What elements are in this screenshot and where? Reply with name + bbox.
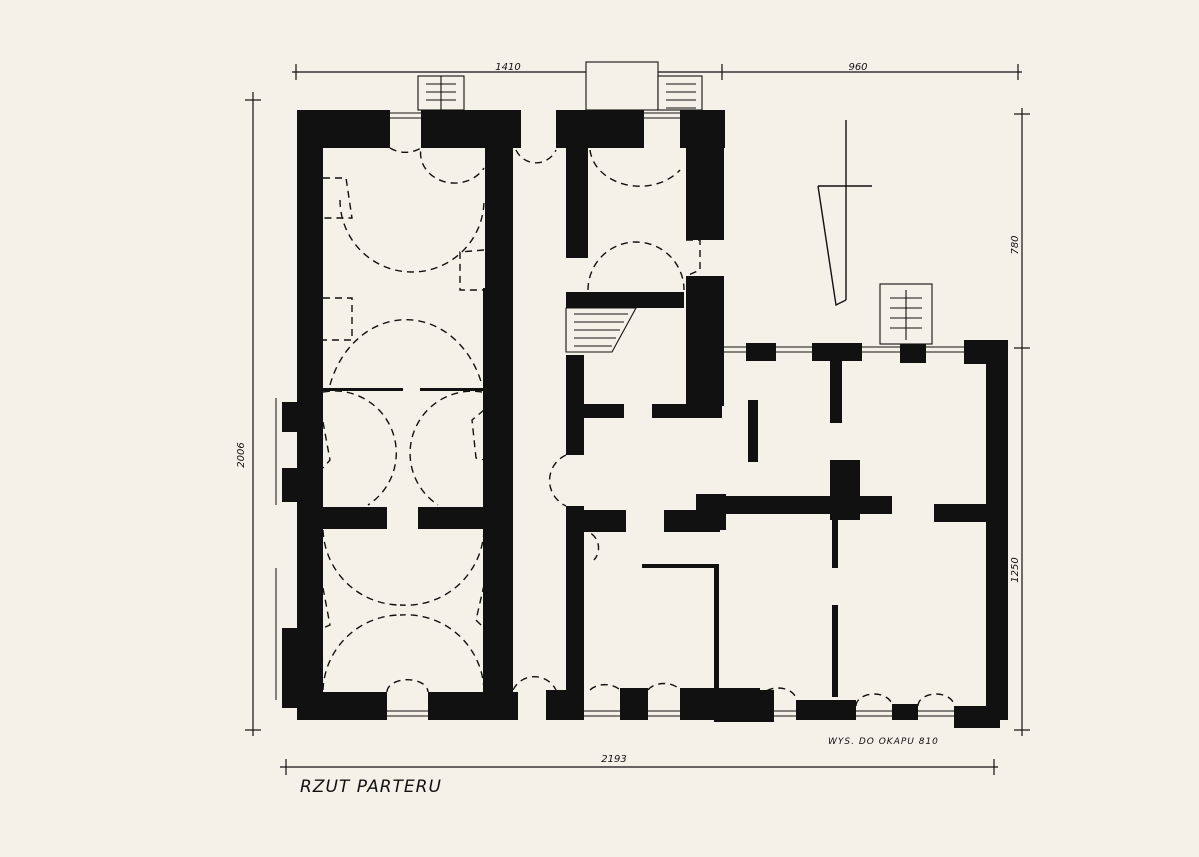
walls [282, 110, 1008, 728]
vault-arcs [322, 146, 955, 707]
dim-top-left: 1410 [495, 62, 520, 73]
dim-left-total: 2006 [236, 442, 247, 467]
dimension-lines [245, 64, 1030, 775]
eave-height-note: WYS. DO OKAPU 810 [828, 737, 939, 747]
stairs [417, 61, 933, 353]
dim-bottom-total: 2193 [601, 754, 626, 765]
dim-top-right: 960 [848, 62, 867, 73]
windows [275, 112, 991, 717]
north-arrow [817, 120, 872, 307]
plan-title: RZUT PARTERU [300, 777, 442, 797]
dim-right-lower: 1250 [1010, 557, 1021, 582]
dim-right-upper: 780 [1010, 235, 1021, 254]
